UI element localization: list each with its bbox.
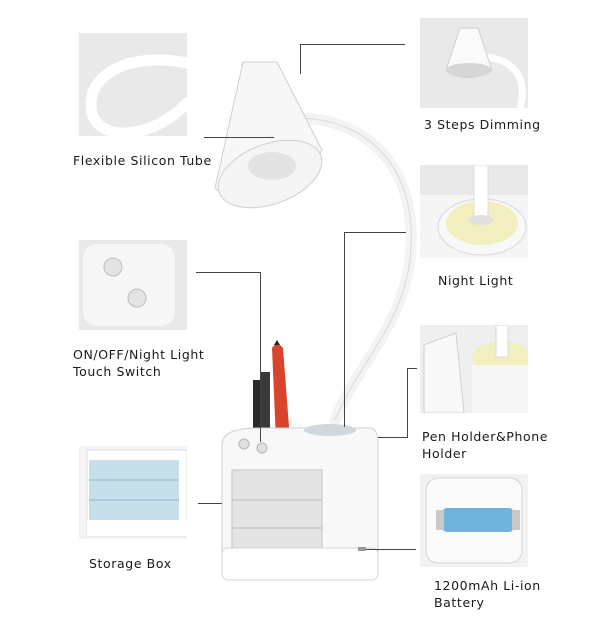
pen-holder-label-line2: Holder xyxy=(422,446,467,461)
power-icon xyxy=(103,257,123,277)
battery-thumbnail xyxy=(420,474,528,567)
night-light-label: Night Light xyxy=(438,273,514,288)
switch-label-line2: Touch Switch xyxy=(73,364,162,379)
storage-drawer-icon xyxy=(89,460,179,520)
tube-label: Flexible Silicon Tube xyxy=(73,153,212,168)
battery-label: 1200mAh Li-ion Battery xyxy=(434,577,541,611)
bulb-icon xyxy=(248,152,296,180)
touch-switch-thumbnail xyxy=(79,240,187,330)
battery-label-line2: Battery xyxy=(434,595,485,610)
pen-icon xyxy=(253,380,262,440)
battery-icon xyxy=(442,508,514,532)
switch-label-line1: ON/OFF/Night Light xyxy=(73,347,205,362)
dimming-label: 3 Steps Dimming xyxy=(424,117,541,132)
pencil-icon xyxy=(272,342,290,440)
battery-label-line1: 1200mAh Li-ion xyxy=(434,578,541,593)
pen-holder-label: Pen Holder&Phone Holder xyxy=(422,428,548,462)
dimming-thumbnail xyxy=(420,18,528,108)
flexible-tube-thumbnail xyxy=(79,33,187,136)
switch-label: ON/OFF/Night Light Touch Switch xyxy=(73,346,204,380)
pen-holder-thumbnail xyxy=(420,325,528,413)
storage-box-thumbnail xyxy=(79,446,187,539)
pen-holder-label-line1: Pen Holder&Phone xyxy=(422,429,549,444)
flexible-tube-icon xyxy=(85,54,187,136)
lamp-head-icon xyxy=(445,27,526,108)
night-light-icon xyxy=(127,288,147,308)
night-light-thumbnail xyxy=(420,165,528,258)
storage-label: Storage Box xyxy=(89,556,172,571)
